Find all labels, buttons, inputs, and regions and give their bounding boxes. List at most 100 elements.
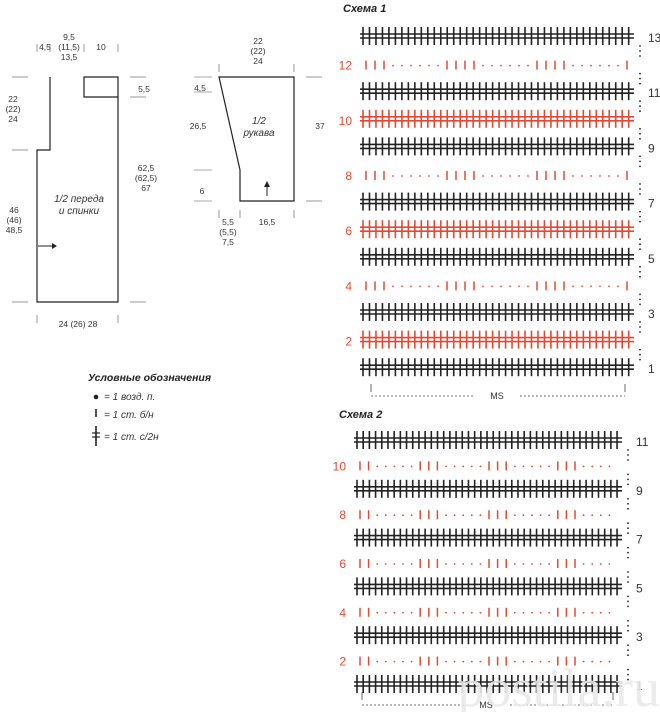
chart-row (365, 281, 628, 291)
chain-stitch (522, 611, 525, 614)
chain-stitch (410, 64, 412, 67)
row-divider-dot (627, 581, 629, 583)
chain-stitch (539, 514, 542, 517)
chain-stitch (522, 660, 525, 663)
scheme1-repeat-label: MS (490, 391, 504, 401)
chain-stitch (509, 175, 511, 177)
chain-stitch (445, 660, 447, 663)
chain-stitch (599, 465, 602, 468)
chain-stitch (509, 285, 511, 288)
row-divider-dot (639, 45, 641, 47)
row-divider-dot (627, 571, 629, 573)
chart-row (360, 109, 634, 128)
chain-stitch (539, 563, 542, 565)
chain-stitch (479, 611, 482, 614)
chain-stitch (445, 563, 447, 565)
chain-stitch (410, 514, 413, 517)
chain-stitch (531, 514, 533, 517)
chain-stitch (527, 175, 529, 177)
row-number: 4 (339, 606, 346, 620)
chain-stitch (531, 563, 533, 565)
chain-stitch (428, 285, 430, 288)
row-divider-dot (627, 629, 629, 632)
row-divider-dot (627, 576, 629, 578)
row-divider-dot (639, 183, 641, 185)
shoulder-dim-c: 13,5 (61, 52, 78, 62)
chain-stitch (581, 175, 583, 177)
chain-stitch (410, 611, 413, 614)
row-divider-dot (627, 527, 629, 530)
row-number: 11 (648, 86, 660, 100)
row-divider-dot (627, 546, 629, 549)
chain-stitch (437, 64, 439, 67)
chain-stitch (608, 660, 611, 663)
row-divider-dot (627, 454, 629, 456)
front-back-label-line2: и спинки (59, 206, 100, 217)
chain-stitch (462, 465, 465, 468)
chain-stitch (518, 175, 520, 177)
chain-stitch (462, 611, 465, 614)
row-divider-dot (627, 595, 629, 598)
chart-row (359, 461, 611, 471)
chain-stitch (445, 611, 447, 614)
chain-stitch (539, 465, 542, 468)
row-divider-dot (627, 556, 629, 559)
row-divider-dot (627, 624, 629, 627)
row-divider-dot (639, 193, 641, 195)
chain-stitch (581, 285, 583, 288)
chain-stitch (410, 660, 413, 663)
chain-stitch (582, 660, 585, 663)
row-divider-dot (627, 551, 629, 554)
body-height-dim-b: (46) (6, 215, 21, 225)
chain-stitch (470, 514, 473, 517)
scheme2-repeat-label: MS (479, 700, 493, 710)
chain-stitch (376, 465, 379, 468)
chain-stitch (453, 465, 456, 468)
chain-stitch (617, 64, 619, 67)
chart-row (359, 510, 611, 520)
chain-stitch (608, 64, 610, 67)
chart-row (360, 82, 634, 101)
chain-stitch (591, 660, 594, 663)
chain-stitch (402, 465, 404, 468)
chart-row (360, 220, 634, 239)
chain-stitch (548, 563, 551, 565)
chain-stitch (599, 660, 602, 663)
chain-stitch (384, 514, 387, 517)
chain-stitch (572, 285, 574, 288)
chain-stitch (513, 611, 516, 614)
chart-row (360, 358, 634, 377)
row-divider-dot (639, 331, 641, 333)
row-divider-dot (639, 137, 641, 140)
dot-icon (93, 394, 99, 400)
row-divider-dot (627, 673, 629, 676)
armhole-dim-c: 24 (8, 114, 18, 124)
chart-row (354, 528, 622, 547)
chain-stitch (453, 660, 456, 663)
row-divider-dot (639, 326, 641, 328)
chain-stitch (608, 611, 611, 614)
legend-item-sc: = 1 ст. б/н (104, 409, 154, 421)
chain-stitch (582, 563, 585, 565)
chain-stitch (428, 175, 430, 177)
chain-stitch (392, 285, 394, 288)
chain-stitch (531, 660, 533, 663)
chain-stitch (392, 64, 394, 67)
chain-stitch (500, 285, 502, 288)
row-number: 10 (333, 459, 347, 473)
chain-stitch (462, 660, 465, 663)
chain-stitch (513, 563, 516, 565)
chain-stitch (608, 285, 610, 288)
row-divider-dot (627, 459, 629, 461)
chain-stitch (437, 285, 439, 288)
chain-stitch (384, 611, 387, 614)
chart-row (360, 330, 634, 349)
chain-stitch (513, 660, 516, 663)
shoulder-dim-b: (11,5) (58, 42, 80, 52)
chain-stitch (376, 611, 379, 614)
chain-stitch (479, 514, 482, 517)
chain-stitch (479, 563, 482, 565)
scheme2-title: Схема 2 (339, 409, 382, 421)
